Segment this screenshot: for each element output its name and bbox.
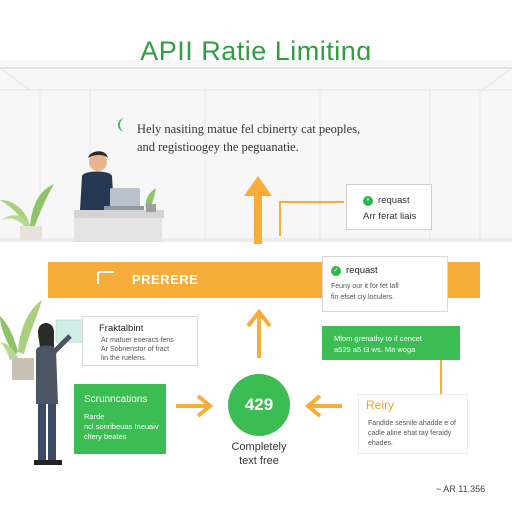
bar-label: PRERERE [132,272,199,287]
request-label: requast [378,195,410,206]
feedback-card: Fraktalbint Ar matuer eoeracs fens Ar So… [82,316,198,366]
request-card-line: Feuny our it for fet lafl [331,283,399,290]
subtitle-text: Hely nasiting matue fel cbinerty cat peo… [137,120,417,156]
request-note: Arr ferat liais [363,211,417,222]
feedback-card-line: lin the ruelens. [101,355,147,362]
status-429-circle: 429 [228,374,290,436]
retry-line: cadle aline ehat tay feraidy [368,430,452,437]
retry-line: Fandide sesnile ahadde e of [368,420,456,427]
status-caption: Completely text free [206,440,312,468]
plant-illustration [0,184,54,240]
request-card-label: requast [346,265,378,276]
green-left-title: Scrunncations [84,394,148,405]
status-caption-line-2: text free [239,455,279,467]
check-icon: ✓ [331,265,341,276]
feedback-card-title: Fraktalbint [99,323,144,334]
retry-box [358,394,468,454]
retry-line: ehades. [368,440,393,447]
footer-version: ~ AR 11.356 [436,484,486,494]
quote-accent [118,118,130,132]
green-left-line: ncl sonribeuas Ineuaiv [84,422,159,431]
green-right-line: Mlom grenathy to if cencet [334,334,422,343]
feedback-card-line: Ar matuer eoeracs fens [101,337,174,344]
request-box-top: • requast Arr ferat liais [346,184,432,230]
subtitle-line-1: Hely nasiting matue fel cbinerty cat peo… [137,122,361,136]
upward-arrow-top [244,176,344,244]
status-caption-line-1: Completely [231,441,287,453]
person-at-board-illustration [0,300,90,465]
person-at-laptop-illustration [74,151,164,242]
step-icon [97,271,114,284]
green-right-line: a529 a5 t3 ws. Ma woga [334,345,416,354]
subtitle-line-2: and registioogey the peguanatie. [137,140,299,154]
request-card-line: fin efset ciy loculers. [331,294,395,301]
request-card: ✓ requast Feuny our it for fet lafl fin e… [322,256,448,312]
green-left-line: Rarde [84,412,105,421]
left-arrow [304,394,342,418]
connector-line [440,360,442,394]
feedback-card-line: Ar Sobnenstor of fract [101,346,170,353]
retry-title: Reiry [366,398,395,412]
upward-arrow-middle [246,308,272,358]
green-info-box-left: Scrunncations Rarde ncl sonribeuas Ineua… [74,384,166,454]
green-left-line: cltery beates [84,432,127,441]
right-arrow [176,394,214,418]
green-info-box-right: Mlom grenathy to if cencet a529 a5 t3 ws… [322,326,460,360]
check-icon: • [363,195,373,206]
